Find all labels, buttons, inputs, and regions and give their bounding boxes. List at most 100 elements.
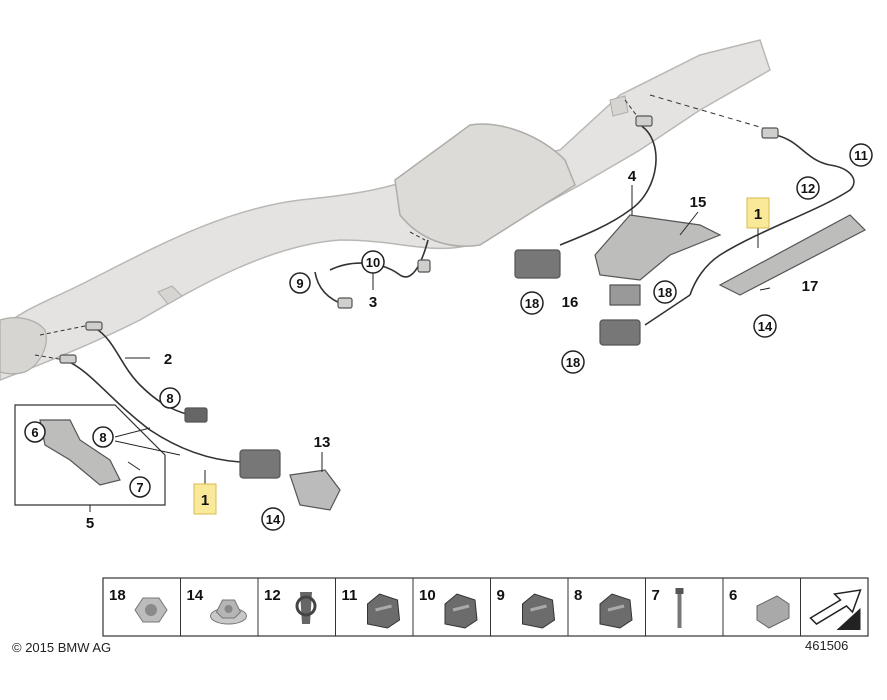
legend-cell-18: 18	[109, 587, 168, 623]
callout-13: 13	[314, 434, 331, 451]
svg-text:18: 18	[658, 285, 672, 300]
circle-8-b: 8	[92, 426, 114, 448]
circle-10: 10	[361, 250, 385, 274]
legend-cell-10: 10	[412, 578, 478, 636]
callout-17: 17	[802, 278, 819, 295]
circle-9: 9	[289, 272, 311, 294]
circle-12: 12	[796, 176, 820, 200]
cable-holder-icon	[367, 593, 401, 629]
sensor-cable-upper	[689, 134, 855, 296]
circle-14-b: 14	[261, 507, 285, 531]
connector-18b	[599, 319, 641, 346]
svg-text:12: 12	[801, 181, 815, 196]
svg-text:9: 9	[296, 276, 303, 291]
sensor-cable-2	[94, 327, 191, 416]
legend-cell-14: 14	[180, 578, 247, 636]
exhaust-pipe	[0, 39, 771, 381]
legend-cell-12: 12	[257, 578, 317, 636]
sensor-4a	[635, 115, 653, 127]
callout-1-right: 1	[754, 206, 762, 223]
sensor-cable-lower	[644, 294, 691, 326]
legend-num-12: 12	[264, 587, 281, 604]
copyright-text: © 2015 BMW AG	[12, 640, 111, 655]
group-5-frame	[14, 404, 166, 506]
sensor-10	[417, 259, 431, 273]
callout-1-left-box	[193, 483, 217, 515]
svg-text:10: 10	[366, 255, 380, 270]
svg-text:18: 18	[525, 296, 539, 311]
svg-text:7: 7	[136, 480, 143, 495]
cable-holder-icon	[522, 593, 556, 629]
svg-text:14: 14	[266, 512, 281, 527]
callouts: 1 1 2 3 4 5 13 15 16 17 6 7 8 8 9 10 11 …	[24, 143, 873, 532]
cable-holder-icon	[444, 593, 478, 629]
legend-num-10: 10	[419, 587, 436, 604]
legend-num-6: 6	[729, 587, 737, 604]
sensor-parts	[59, 115, 779, 479]
sensor-3	[337, 297, 353, 309]
sensor-cable-4	[559, 124, 657, 246]
bracket-17	[718, 214, 867, 296]
legend-cell-11: 11	[335, 578, 401, 636]
legend-num-11: 11	[342, 587, 358, 604]
callout-2: 2	[164, 351, 172, 368]
callout-5: 5	[86, 515, 94, 532]
sensor-cable-1	[64, 359, 241, 463]
callout-3: 3	[369, 294, 377, 311]
parts-legend: 18 14 12 11 10 9 8 7 6	[102, 577, 869, 637]
screw-icon	[675, 588, 684, 628]
callout-1-right-box	[746, 197, 770, 229]
legend-num-7: 7	[652, 587, 660, 604]
svg-text:18: 18	[566, 355, 580, 370]
legend-num-9: 9	[497, 587, 505, 604]
clamp-icon	[756, 595, 790, 629]
diagram-number: 461506	[805, 638, 848, 653]
circle-8-a: 8	[159, 387, 181, 409]
circle-14-a: 14	[753, 314, 777, 338]
cable-holder-icon	[599, 593, 633, 629]
legend-num-18: 18	[109, 587, 126, 604]
circle-18-b: 18	[561, 350, 585, 374]
leader-lines	[34, 94, 771, 361]
svg-text:11: 11	[854, 148, 868, 163]
callout-15: 15	[690, 194, 707, 211]
legend-cell-6: 6	[722, 578, 790, 636]
connector-1	[239, 449, 281, 479]
svg-text:14: 14	[758, 319, 773, 334]
exhaust-hanger	[609, 95, 629, 117]
bracket-6	[39, 419, 121, 486]
catalytic-converter	[394, 123, 576, 247]
flange-nut-icon	[210, 599, 247, 625]
legend-cell-9: 9	[490, 578, 556, 636]
bracket-16	[609, 284, 641, 306]
sensor-top-right	[761, 127, 779, 139]
brackets	[39, 214, 867, 511]
circle-11: 11	[849, 143, 873, 167]
exhaust-inlet	[0, 317, 47, 375]
legend-cell-7: 7	[645, 578, 684, 636]
legend-num-8: 8	[574, 587, 582, 604]
svg-text:8: 8	[166, 391, 173, 406]
connector-8	[184, 407, 208, 423]
direction-arrow-icon	[800, 578, 862, 636]
circle-18-a: 18	[520, 291, 544, 315]
circle-6: 6	[24, 421, 46, 443]
exhaust-system	[0, 39, 771, 381]
oxygen-sensor-front	[85, 321, 103, 331]
callout-leaders	[89, 185, 771, 512]
legend-cell-8: 8	[567, 578, 633, 636]
oxygen-sensor-rear	[59, 354, 77, 364]
legend-num-14: 14	[187, 587, 204, 604]
svg-text:6: 6	[31, 425, 38, 440]
bracket-13	[289, 469, 341, 511]
clip-icon	[295, 592, 317, 624]
circle-18-c: 18	[653, 280, 677, 304]
callout-4: 4	[628, 168, 637, 185]
callout-1-left: 1	[201, 492, 209, 509]
hex-nut-icon	[134, 597, 168, 623]
svg-text:8: 8	[99, 430, 106, 445]
connector-18	[514, 249, 561, 279]
bracket-15	[594, 214, 722, 281]
circle-7: 7	[129, 476, 151, 498]
